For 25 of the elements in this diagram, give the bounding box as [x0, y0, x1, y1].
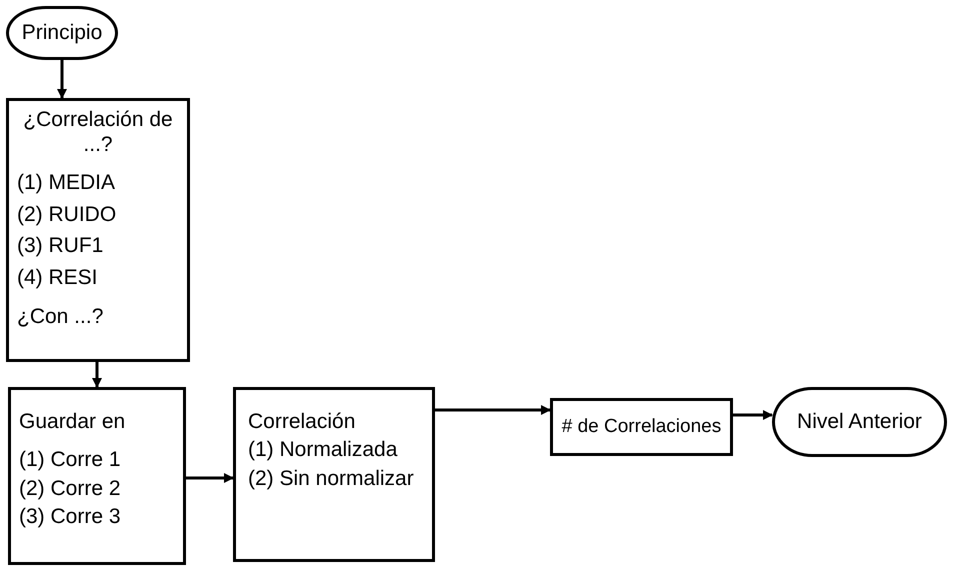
node-text: Guardar en [19, 409, 126, 435]
node-text: (1) Corre 1 [19, 447, 122, 474]
node-text: ¿Correlación de ...? [23, 107, 173, 158]
arrow [186, 473, 234, 483]
node-text: (3) RUF1 [17, 233, 104, 260]
node-text: (1) MEDIA [17, 170, 116, 196]
node-text: ¿Con ...? [17, 304, 104, 330]
node-text: (2) Corre 2 [19, 476, 122, 502]
node-text: (2) RUIDO [17, 202, 118, 228]
process-box [550, 398, 733, 456]
process-box [6, 98, 190, 362]
node-text: (4) RESI [17, 264, 99, 291]
process-box [8, 387, 186, 565]
arrow [57, 60, 67, 99]
arrow [733, 410, 773, 420]
node-text: (3) Corre 3 [19, 504, 122, 530]
process-box [233, 387, 435, 562]
node-text: Nivel Anterior [797, 408, 922, 435]
arrow [435, 405, 551, 415]
node-text: Principio [22, 20, 102, 46]
node-text: (1) Normalizada [248, 437, 398, 464]
arrow [92, 362, 102, 388]
node-text: # de Correlaciones [560, 416, 722, 438]
node-text: (2) Sin normalizar [248, 466, 415, 492]
node-text: Correlación [248, 409, 356, 435]
